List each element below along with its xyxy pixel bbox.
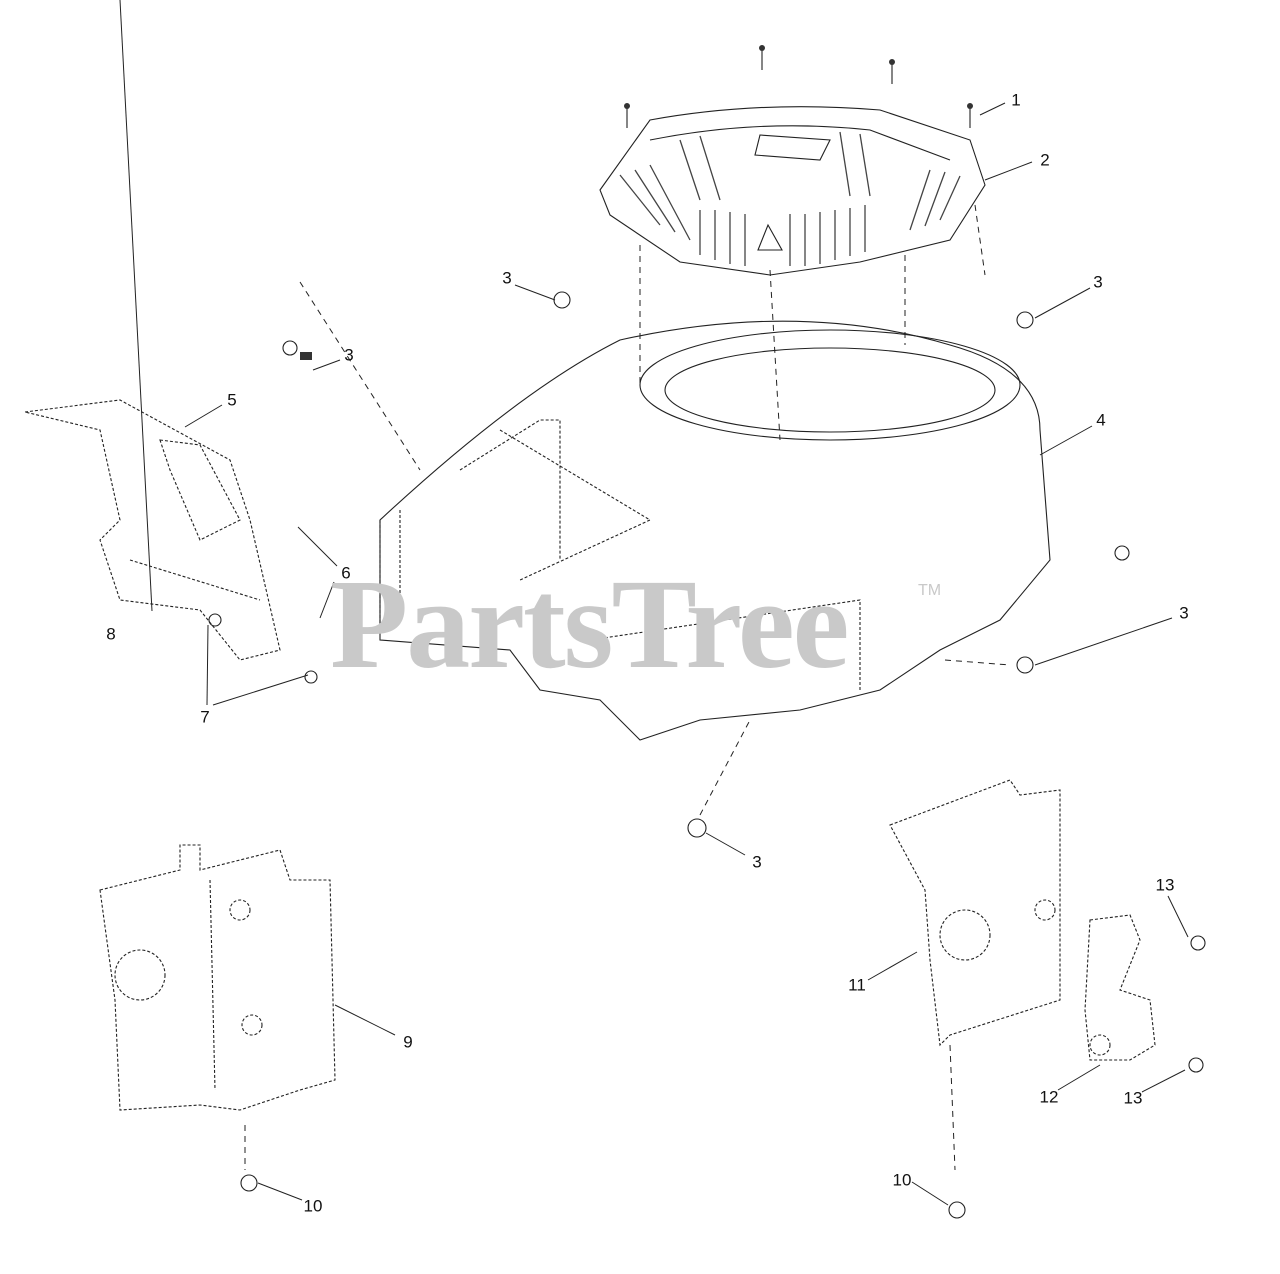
callout-8[interactable]: 8 [106,624,116,644]
callout-2[interactable]: 2 [1040,150,1050,170]
callout-4[interactable]: 4 [1096,410,1106,430]
cylinder-shield-part-11[interactable] [889,779,1061,1047]
leader-lines [119,0,1189,1206]
callout-3[interactable]: 3 [502,268,512,288]
cylinder-shield-part-9[interactable] [99,844,336,1111]
alignment-lines [244,204,1011,1171]
callout-3[interactable]: 3 [344,345,354,365]
callout-6[interactable]: 6 [341,563,351,583]
fasteners[interactable] [208,291,1206,1219]
callout-3[interactable]: 3 [752,852,762,872]
screws-part-1[interactable] [624,45,973,128]
callout-13[interactable]: 13 [1155,875,1175,895]
callout-7[interactable]: 7 [200,707,210,727]
trademark-symbol: TM [918,582,942,599]
bracket-part-12[interactable] [1084,914,1156,1061]
callout-10[interactable]: 10 [892,1170,912,1190]
callout-3[interactable]: 3 [1093,272,1103,292]
callout-5[interactable]: 5 [227,390,237,410]
partstree-watermark: PartsTree [330,553,849,695]
control-bracket-part-5[interactable] [24,399,281,661]
blower-screen-part-2[interactable] [599,106,986,276]
callout-12[interactable]: 12 [1039,1087,1059,1107]
callout-13[interactable]: 13 [1123,1088,1143,1108]
blower-housing-part-4[interactable] [379,320,1051,741]
callout-3[interactable]: 3 [1179,603,1189,623]
callout-10[interactable]: 10 [303,1196,323,1216]
callout-11[interactable]: 11 [848,975,866,995]
callout-9[interactable]: 9 [403,1032,413,1052]
callout-1[interactable]: 1 [1011,90,1021,110]
